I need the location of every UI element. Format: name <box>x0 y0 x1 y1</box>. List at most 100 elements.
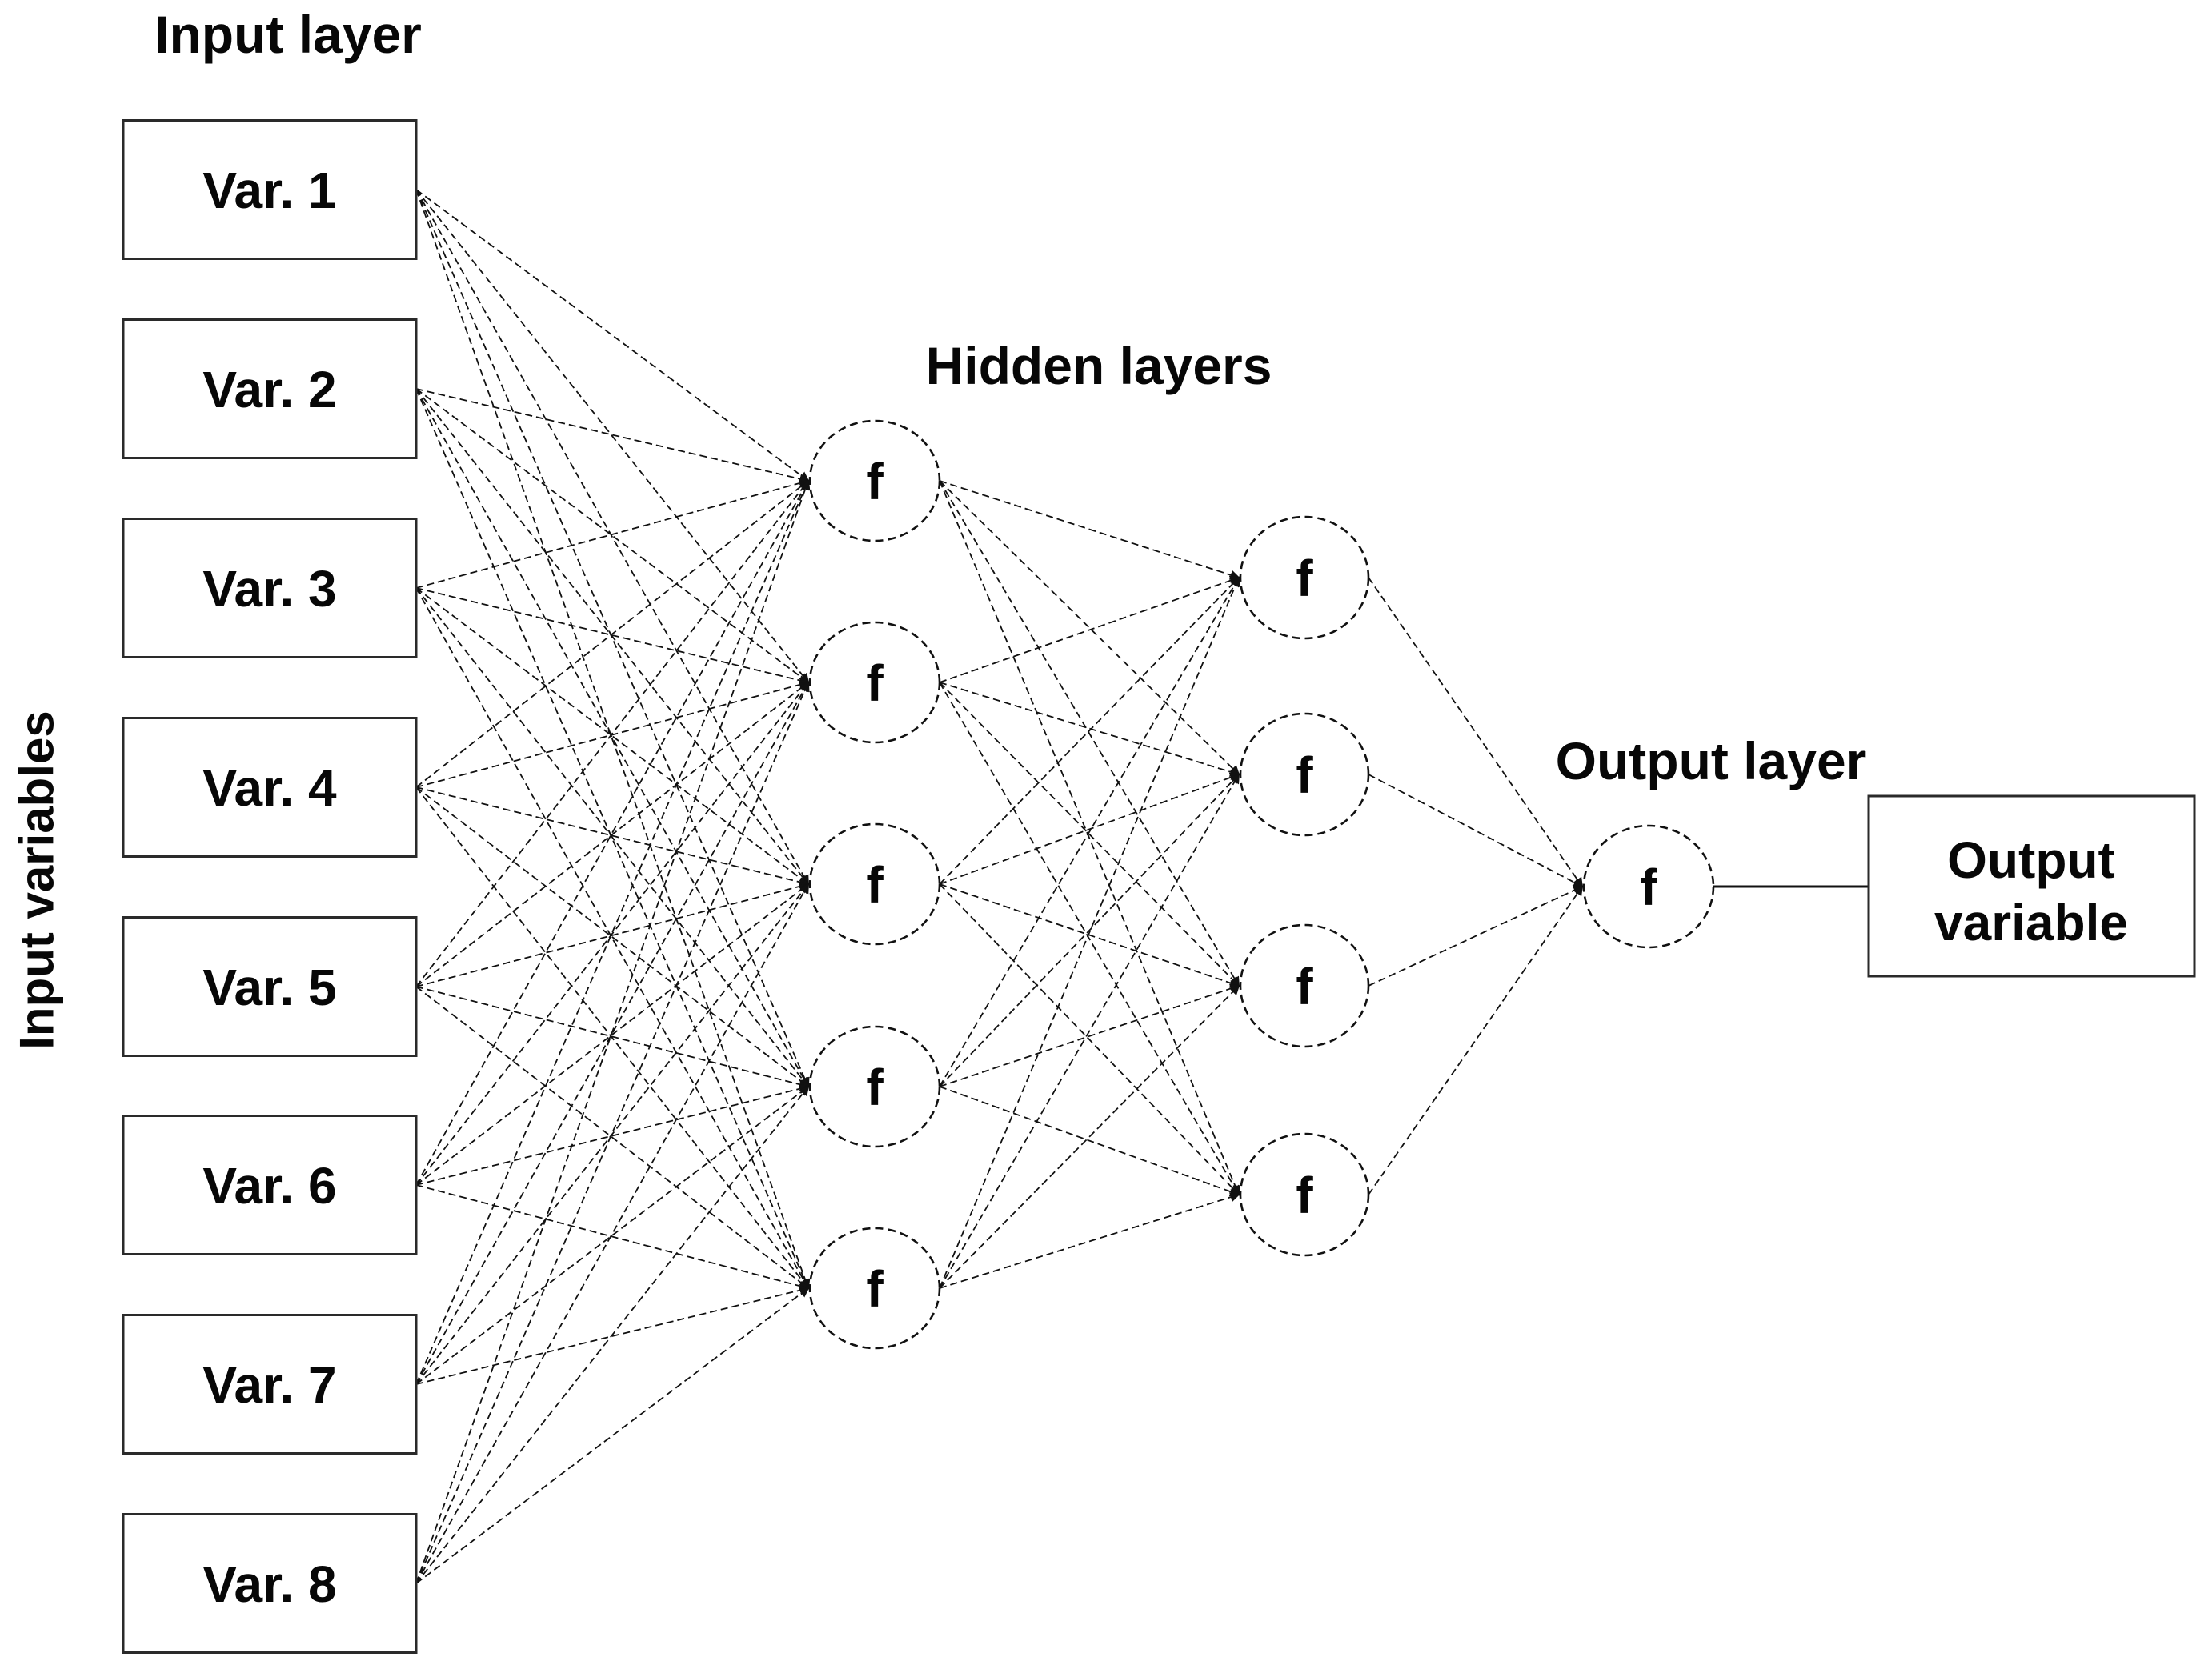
hidden2-neuron-4-label: f <box>1296 1167 1313 1224</box>
output-variable-label-line1: Output <box>1947 831 2115 889</box>
connection-line <box>415 883 809 1584</box>
connection-line <box>415 681 810 1584</box>
input-box-var-6 <box>122 1115 418 1255</box>
output-neuron-1 <box>1582 824 1715 949</box>
connection-line <box>415 189 810 1088</box>
connection-line <box>415 1285 810 1385</box>
connection-line <box>939 480 1240 580</box>
output-layer-node: f <box>1582 824 1715 949</box>
connection-line <box>415 388 810 886</box>
connection-line <box>939 1086 1240 1197</box>
input-box-label-6: Var. 6 <box>202 1157 336 1215</box>
hidden1-neuron-5 <box>808 1227 941 1350</box>
hidden1-neuron-5-label: f <box>866 1260 884 1318</box>
hidden2-neuron-3-label: f <box>1296 958 1313 1015</box>
connection-line <box>415 786 810 1088</box>
hidden1-neuron-3 <box>808 822 941 946</box>
connection-line <box>415 388 810 684</box>
connection-line <box>415 587 810 686</box>
connection-line <box>939 576 1240 1289</box>
connection-line <box>939 682 1240 777</box>
hidden2-neuron-2 <box>1239 712 1370 837</box>
connection-line <box>415 986 810 1290</box>
input-box-var-4 <box>122 717 418 858</box>
connection-line <box>415 587 810 1088</box>
connection-line <box>1368 774 1584 887</box>
connection-line <box>415 679 810 788</box>
input-layer-title: Input layer <box>154 5 422 64</box>
connection-line <box>939 772 1240 885</box>
connection-line <box>415 883 810 1385</box>
connection-line <box>415 479 809 1186</box>
connection-line <box>415 881 810 987</box>
connection-line <box>415 479 810 987</box>
connection-line <box>415 1184 810 1291</box>
connection-line <box>415 479 810 1385</box>
connection-line <box>939 576 1240 1087</box>
connection-line <box>939 575 1240 683</box>
input-box-label-7: Var. 7 <box>202 1356 336 1414</box>
hidden1-neuron-3-label: f <box>866 856 884 914</box>
input-variables-axis-label: Input variables <box>10 710 64 1049</box>
input-box-label-3: Var. 3 <box>202 560 336 618</box>
hidden1-neuron-4-label: f <box>866 1059 884 1116</box>
connection-line <box>415 786 810 1290</box>
hidden1-neuron-4 <box>808 1025 941 1148</box>
hidden2-neuron-3 <box>1239 923 1370 1048</box>
connection-line <box>415 189 810 482</box>
connection-line <box>1368 577 1584 888</box>
connection-line <box>415 1287 810 1584</box>
connection-line <box>415 986 810 1090</box>
hidden2-neuron-4 <box>1239 1132 1370 1257</box>
connection-lines <box>415 189 1869 1584</box>
input-box-var-7 <box>122 1314 418 1455</box>
input-box-label-2: Var. 2 <box>202 361 336 418</box>
connection-line <box>415 479 811 1584</box>
hidden1-neuron-2-label: f <box>866 654 884 712</box>
input-box-label-5: Var. 5 <box>202 959 336 1016</box>
connection-line <box>939 983 1240 1087</box>
input-box-label-8: Var. 8 <box>202 1555 336 1613</box>
connection-line <box>1368 885 1584 1195</box>
output-neuron-1-label: f <box>1640 859 1657 916</box>
connection-line <box>415 189 809 886</box>
connection-line <box>939 773 1240 1289</box>
hidden1-neuron-1 <box>808 419 941 542</box>
input-box-var-8 <box>122 1513 418 1654</box>
connection-line <box>939 883 1240 988</box>
connection-line <box>939 480 1240 776</box>
connection-line <box>939 682 1240 987</box>
connection-line <box>415 189 810 684</box>
hidden-layer-1-nodes: f f f f f <box>808 419 941 1350</box>
connection-line <box>415 388 810 1290</box>
input-box-var-2 <box>122 318 418 459</box>
connection-line <box>415 1085 810 1584</box>
input-box-var-1 <box>122 119 418 260</box>
input-box-var-3 <box>122 518 418 658</box>
connection-line <box>939 984 1240 1289</box>
connection-line <box>939 480 1240 987</box>
connection-line <box>415 681 810 1186</box>
connection-line <box>415 786 810 887</box>
hidden1-neuron-1-label: f <box>866 453 884 510</box>
hidden2-neuron-2-label: f <box>1296 746 1313 804</box>
input-box-var-5 <box>122 916 418 1057</box>
output-variable-label-line2: variable <box>1934 894 2128 951</box>
connection-line <box>415 478 810 589</box>
connection-line <box>415 681 810 987</box>
connection-line <box>415 388 810 484</box>
output-variable-box <box>1867 794 2196 978</box>
hidden-layers-title: Hidden layers <box>926 336 1272 395</box>
connection-line <box>415 587 810 886</box>
connection-line <box>939 883 1240 1196</box>
connection-line <box>939 576 1240 885</box>
connection-line <box>415 1085 810 1385</box>
connection-line <box>939 773 1240 1087</box>
connection-line <box>415 883 810 1186</box>
connection-line <box>939 1192 1240 1289</box>
connection-line <box>1368 885 1584 987</box>
